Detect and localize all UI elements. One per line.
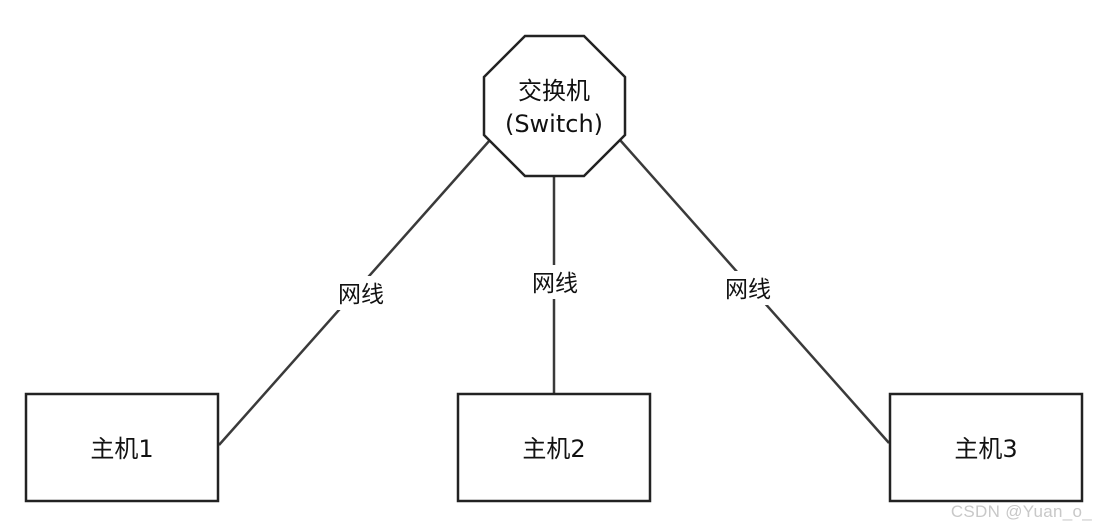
link-label-bg-2: [525, 265, 585, 299]
host-label-2: 主机2: [522, 435, 585, 463]
switch-label-line1: 交换机: [518, 77, 590, 105]
link-label-1: 网线: [338, 282, 384, 308]
switch-label-line2: (Switch): [505, 110, 603, 138]
host-node-1: [24, 392, 220, 503]
link-label-3: 网线: [725, 277, 771, 303]
link-label-bg-3: [718, 271, 778, 305]
link-label-bg-1: [331, 276, 391, 310]
host-node-2: [456, 392, 652, 503]
switch-node: [482, 34, 627, 178]
host-label-1: 主机1: [90, 435, 153, 463]
link-label-2: 网线: [532, 271, 578, 297]
watermark: CSDN @Yuan_o_: [950, 502, 1092, 521]
host-label-3: 主机3: [954, 435, 1017, 463]
host-node-3: [888, 392, 1084, 503]
